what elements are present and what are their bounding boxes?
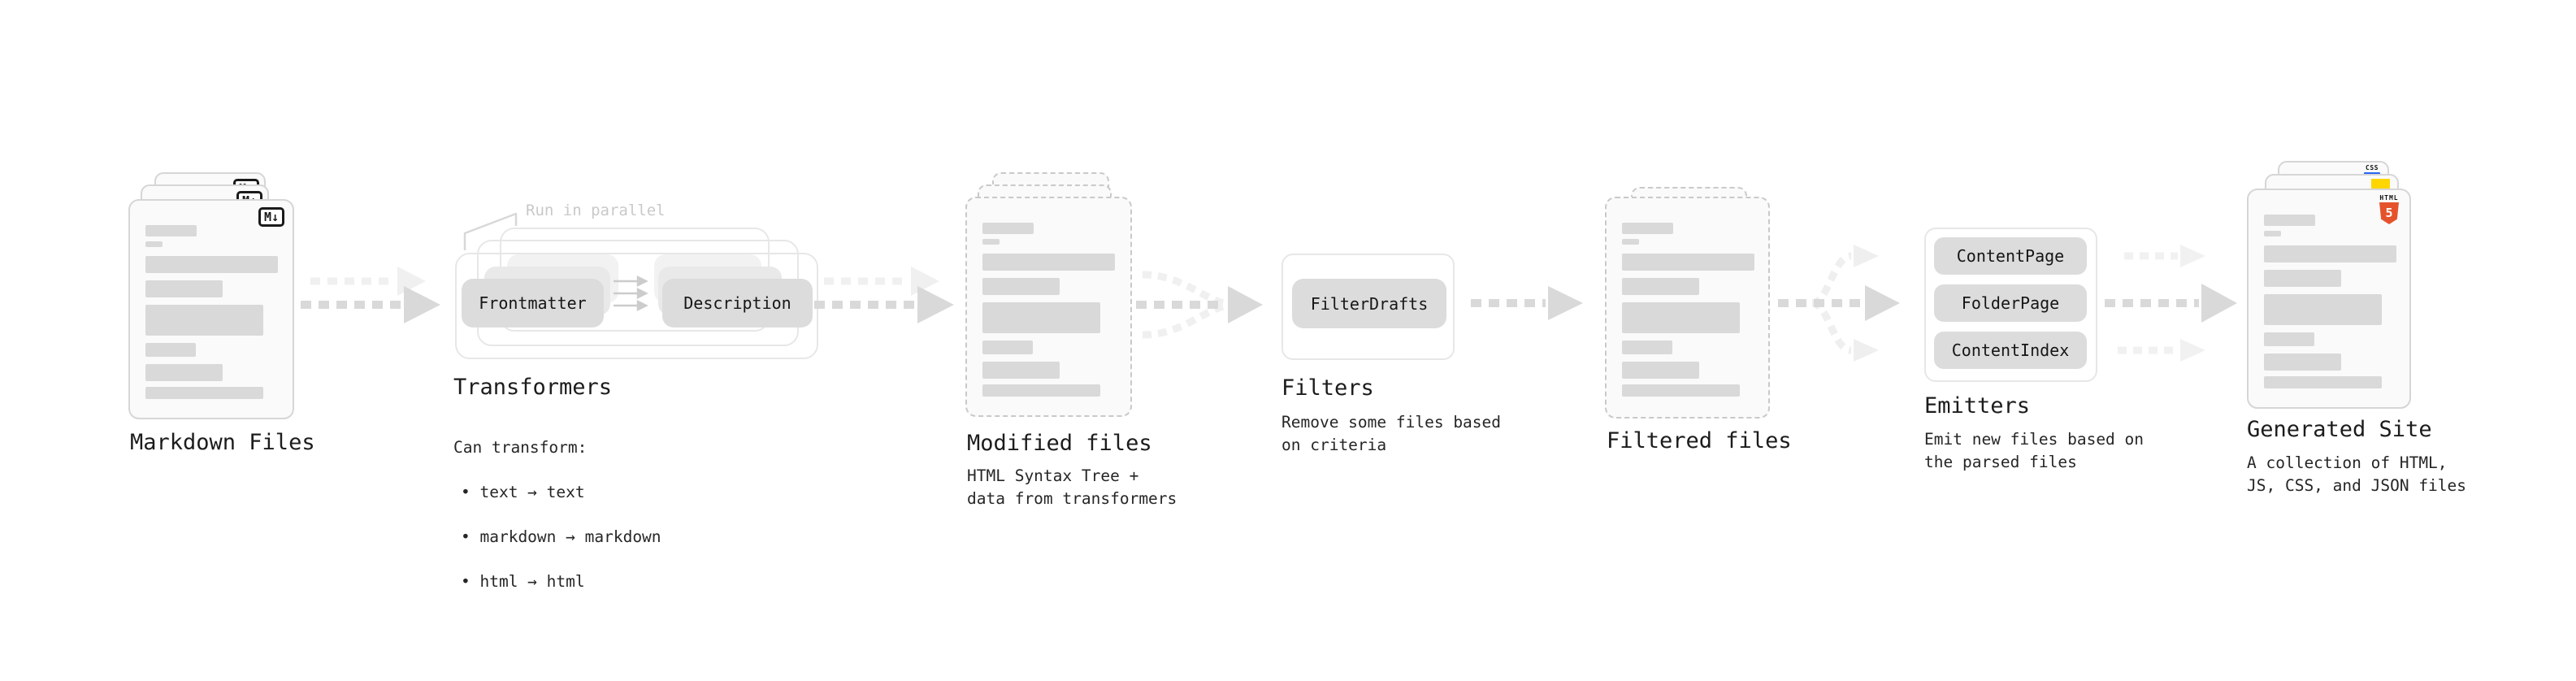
run-in-parallel-leader-line [463, 212, 518, 250]
frontmatter-pill: Frontmatter [462, 279, 604, 327]
text-line-bar [2264, 231, 2281, 236]
text-line-bar [2264, 270, 2341, 287]
text-line-bar [1622, 384, 1740, 397]
text-line-bar [1622, 362, 1699, 379]
can-transform-heading: Can transform: [453, 437, 588, 457]
run-in-parallel-note: Run in parallel [526, 202, 666, 219]
markdown-file-card-front: M↓ [128, 199, 294, 419]
text-line-bar [145, 305, 263, 336]
text-line-bar [145, 241, 163, 247]
arrow-filters-to-filtered [1471, 286, 1583, 320]
css-icon-label: CSS [2366, 164, 2379, 171]
generated-site-label: Generated Site [2247, 417, 2432, 442]
text-line-bar [2264, 245, 2396, 262]
transformers-label: Transformers [453, 375, 613, 400]
arrow-filtered-to-emitters [1778, 245, 1900, 362]
text-line-bar [2264, 376, 2382, 388]
modified-file-card-front [965, 197, 1132, 417]
text-line-bar [1622, 278, 1699, 295]
arrow-emitters-to-generated [2105, 245, 2237, 362]
modified-files-label: Modified files [967, 431, 1152, 456]
text-line-bar [982, 254, 1115, 271]
emitters-subtitle: Emit new files based on the parsed files [1924, 430, 2144, 471]
arrow-transformers-to-modified [814, 267, 954, 323]
text-line-bar [145, 387, 263, 399]
transform-bullet: • markdown → markdown [461, 527, 661, 546]
filterdrafts-pill: FilterDrafts [1292, 279, 1446, 328]
text-line-bar [982, 223, 1034, 234]
text-line-bar [1622, 239, 1639, 245]
text-line-bar [1622, 302, 1740, 333]
filters-label: Filters [1281, 375, 1374, 401]
text-line-bar [145, 280, 223, 297]
emitters-label: Emitters [1924, 393, 2031, 419]
emitters-container: ContentPage FolderPage ContentIndex [1924, 228, 2097, 382]
text-line-bar [1622, 340, 1672, 354]
markdown-icon: M↓ [258, 207, 284, 227]
filtered-file-card-front [1605, 197, 1770, 419]
filtered-files-label: Filtered files [1607, 428, 1792, 453]
transform-bullet: • html → html [461, 571, 585, 591]
text-line-bar [982, 340, 1033, 354]
text-line-bar [982, 278, 1060, 295]
parallel-flow-arrows-icon [614, 275, 648, 312]
modified-files-subtitle: HTML Syntax Tree + data from transformer… [967, 466, 1177, 508]
text-line-bar [145, 225, 197, 236]
arrow-modified-to-filters [1136, 271, 1263, 339]
description-pill: Description [662, 279, 813, 327]
folderpage-pill: FolderPage [1934, 284, 2087, 322]
html5-icon-shield: 5 [2379, 202, 2399, 224]
generated-card-html: HTML 5 [2247, 189, 2411, 409]
generated-site-subtitle: A collection of HTML, JS, CSS, and JSON … [2247, 453, 2467, 495]
text-line-bar [145, 343, 196, 357]
html5-icon: HTML 5 [2379, 194, 2400, 224]
text-line-bar [982, 302, 1100, 333]
contentindex-pill: ContentIndex [1934, 332, 2087, 369]
text-line-bar [2264, 215, 2315, 226]
transform-bullet: • text → text [461, 482, 585, 501]
filters-container: FilterDrafts [1281, 254, 1455, 360]
text-line-bar [982, 384, 1100, 397]
text-line-bar [1622, 223, 1673, 234]
markdown-files-label: Markdown Files [130, 430, 315, 455]
filters-subtitle: Remove some files based on criteria [1281, 413, 1502, 454]
contentpage-pill: ContentPage [1934, 237, 2087, 275]
text-line-bar [145, 364, 223, 381]
text-line-bar [1622, 254, 1754, 271]
text-line-bar [982, 362, 1060, 379]
transformers-description: Can transform: • text → text • markdown … [453, 414, 661, 615]
text-line-bar [145, 256, 278, 273]
text-line-bar [2264, 354, 2341, 371]
text-line-bar [982, 239, 1000, 245]
text-line-bar [2264, 332, 2314, 346]
html5-icon-label: HTML [2379, 194, 2399, 202]
arrow-markdown-to-transformers [301, 267, 440, 323]
text-line-bar [2264, 294, 2382, 325]
